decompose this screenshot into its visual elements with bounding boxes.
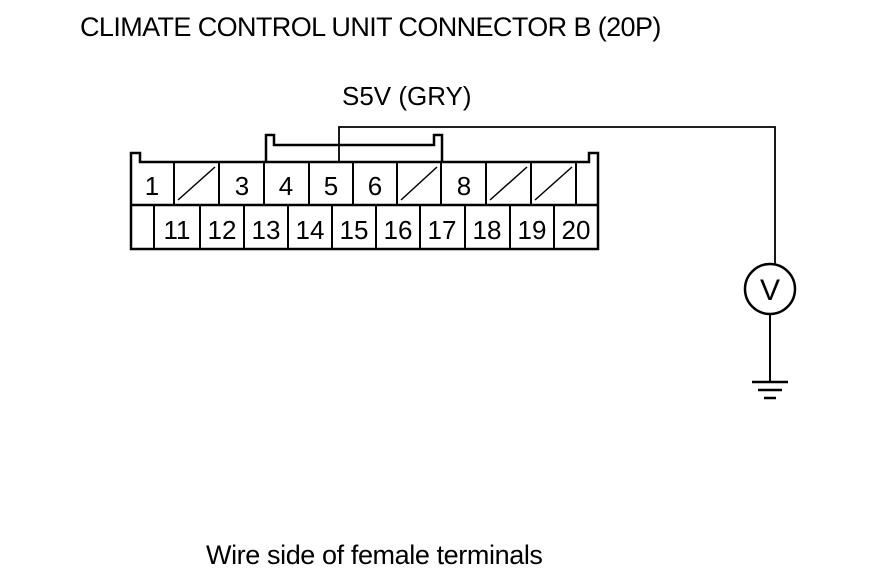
voltmeter-symbol: V [760,274,780,307]
connector-lock-tab [264,133,444,162]
wire-label: S5V (GRY) [342,81,472,111]
pin-number: 3 [235,171,249,201]
diagram-caption: Wire side of female terminals [206,540,543,570]
ground-icon [752,380,788,400]
pin-number: 17 [428,215,457,245]
pin-number: 20 [562,215,591,245]
pin-number: 18 [473,215,502,245]
pin-number: 16 [384,215,413,245]
pin-number: 6 [368,171,382,201]
pin-number: 15 [340,215,369,245]
pin-number: 4 [279,171,293,201]
pin-number: 8 [457,171,471,201]
pin-number: 13 [252,215,281,245]
connector-outline [129,151,600,251]
pin-number: 5 [324,171,338,201]
pin-number: 1 [145,171,159,201]
pin-number: 19 [518,215,547,245]
diagram-title: CLIMATE CONTROL UNIT CONNECTOR B (20P) [80,12,661,42]
empty-pin-slash [534,166,573,201]
pin-number: 14 [296,215,325,245]
empty-pin-slash [489,166,528,201]
empty-pin-slash [400,166,438,201]
probe-wire [338,126,776,264]
pin-number: 12 [208,215,237,245]
pin-number: 11 [164,215,191,245]
empty-pin-slash [177,166,216,201]
